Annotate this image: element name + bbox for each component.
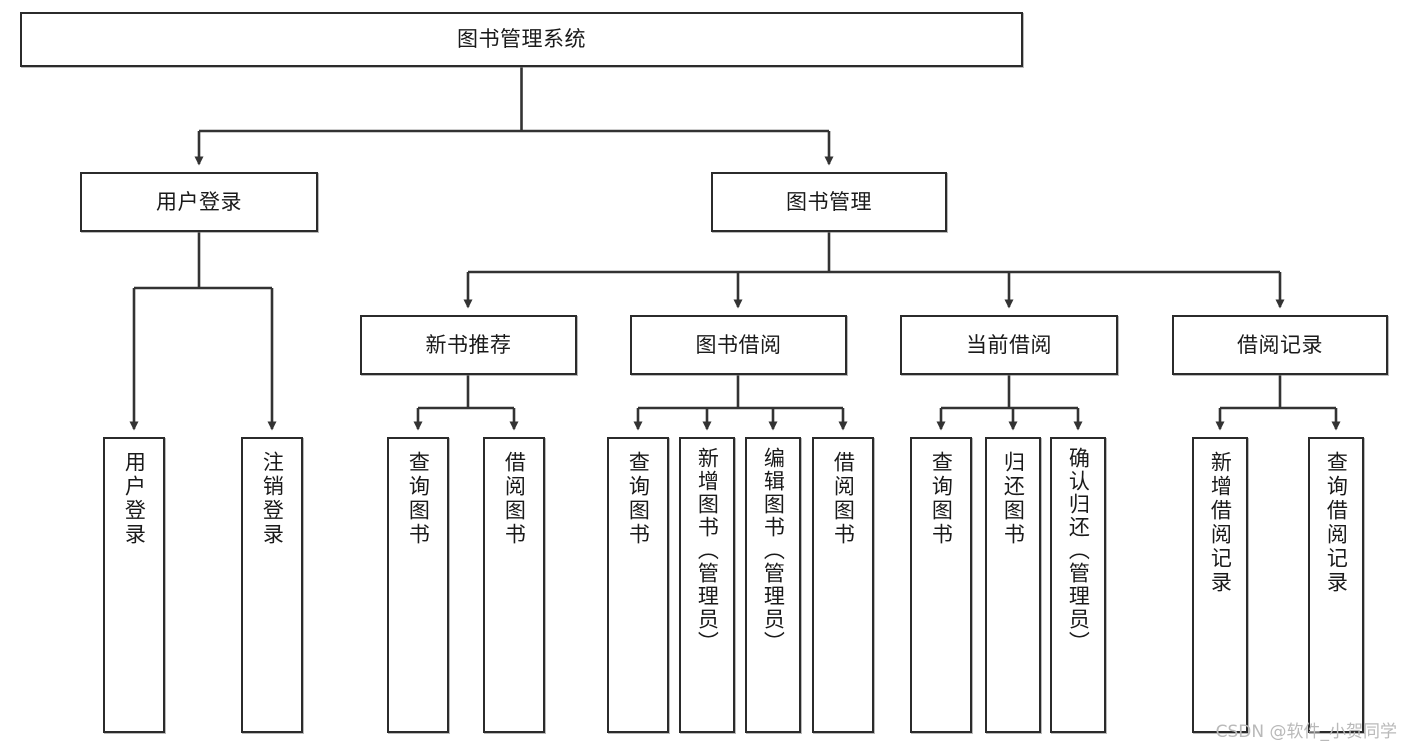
node-leaf-add-book-label: 新增图书（管理员） — [695, 447, 720, 654]
node-leaf-query-book-rec-label: 查询图书 — [406, 451, 431, 547]
node-leaf-borrow-book-label: 借阅图书 — [831, 451, 856, 547]
node-leaf-query-book-rec[interactable]: 查询图书 — [387, 437, 449, 733]
node-leaf-query-book-borrow-label: 查询图书 — [626, 451, 651, 547]
node-user-login-label: 用户登录 — [156, 189, 242, 214]
node-leaf-query-record[interactable]: 查询借阅记录 — [1308, 437, 1364, 733]
node-leaf-borrow-book-rec-label: 借阅图书 — [502, 451, 527, 547]
node-leaf-query-book-cur-label: 查询图书 — [929, 451, 954, 547]
node-borrow-record[interactable]: 借阅记录 — [1172, 315, 1388, 375]
node-book-manage[interactable]: 图书管理 — [711, 172, 947, 232]
node-leaf-edit-book-label: 编辑图书（管理员） — [761, 447, 786, 654]
csdn-watermark: CSDN @软件_小贺同学 — [1215, 722, 1397, 742]
node-book-borrow-label: 图书借阅 — [695, 332, 782, 357]
node-leaf-query-book-borrow[interactable]: 查询图书 — [607, 437, 669, 733]
node-leaf-query-book-cur[interactable]: 查询图书 — [910, 437, 972, 733]
node-leaf-confirm-return-label: 确认归还（管理员） — [1066, 447, 1091, 654]
node-user-login[interactable]: 用户登录 — [80, 172, 318, 232]
node-new-book-rec[interactable]: 新书推荐 — [360, 315, 577, 375]
node-root-label: 图书管理系统 — [457, 27, 586, 52]
node-root[interactable]: 图书管理系统 — [20, 12, 1023, 67]
node-new-book-rec-label: 新书推荐 — [425, 332, 512, 357]
node-leaf-borrow-book-rec[interactable]: 借阅图书 — [483, 437, 545, 733]
node-leaf-borrow-book[interactable]: 借阅图书 — [812, 437, 874, 733]
node-leaf-query-record-label: 查询借阅记录 — [1324, 451, 1349, 595]
node-book-manage-label: 图书管理 — [786, 189, 872, 214]
node-leaf-edit-book[interactable]: 编辑图书（管理员） — [745, 437, 801, 733]
node-leaf-return-book[interactable]: 归还图书 — [985, 437, 1041, 733]
node-leaf-user-login-label: 用户登录 — [122, 451, 147, 547]
node-leaf-confirm-return[interactable]: 确认归还（管理员） — [1050, 437, 1106, 733]
node-leaf-return-book-label: 归还图书 — [1001, 451, 1026, 547]
node-borrow-record-label: 借阅记录 — [1237, 332, 1323, 357]
node-leaf-add-record[interactable]: 新增借阅记录 — [1192, 437, 1248, 733]
node-current-borrow-label: 当前借阅 — [966, 332, 1052, 357]
node-leaf-logout[interactable]: 注销登录 — [241, 437, 303, 733]
node-leaf-logout-label: 注销登录 — [260, 451, 285, 547]
node-book-borrow[interactable]: 图书借阅 — [630, 315, 847, 375]
node-leaf-user-login[interactable]: 用户登录 — [103, 437, 165, 733]
node-current-borrow[interactable]: 当前借阅 — [900, 315, 1118, 375]
node-leaf-add-book[interactable]: 新增图书（管理员） — [679, 437, 735, 733]
node-leaf-add-record-label: 新增借阅记录 — [1208, 451, 1233, 595]
